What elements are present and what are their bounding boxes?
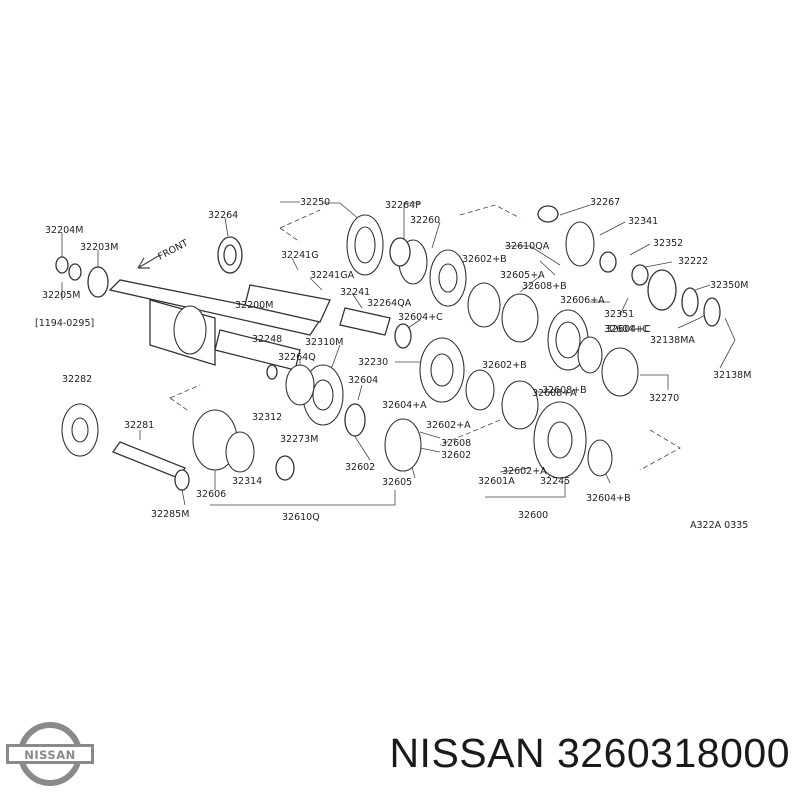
part-label: 32264P xyxy=(385,200,421,211)
diagram-ref-code: A322A 0335 xyxy=(690,520,748,531)
part-label: 32606 xyxy=(196,489,226,500)
part-label: 32602+A xyxy=(426,420,471,431)
part-label: 32273M xyxy=(280,434,318,445)
part-label: 32260 xyxy=(410,215,440,226)
part-label: 32601A xyxy=(478,476,515,487)
part-label: 32605 xyxy=(382,477,412,488)
part-label: 32230 xyxy=(358,357,388,368)
part-label: 32310M xyxy=(305,337,343,348)
part-number-caption: NISSAN 3260318000 xyxy=(389,730,790,776)
part-label: 32600 xyxy=(518,510,548,521)
part-label: 32352 xyxy=(653,238,683,249)
part-label: [1194-0295] xyxy=(35,318,94,329)
bearings-and-rings xyxy=(55,205,721,491)
part-label: 32281 xyxy=(124,420,154,431)
phantom-outlines xyxy=(169,204,681,471)
part-label: 32602+A xyxy=(502,466,547,477)
front-label: FRONT xyxy=(156,238,190,263)
part-label: 32200M xyxy=(235,300,273,311)
part-label: 32604+B xyxy=(586,493,631,504)
part-label: 32604+C xyxy=(606,324,651,335)
part-label: 32245 xyxy=(540,476,570,487)
part-label: 32138MA xyxy=(650,335,695,346)
part-label: 32285M xyxy=(151,509,189,520)
part-label: 32204M xyxy=(45,225,83,236)
gears xyxy=(61,214,639,479)
part-label: 32608 xyxy=(441,438,471,449)
part-label: 32602 xyxy=(441,450,471,461)
front-arrow xyxy=(137,254,161,269)
part-label: 32604+C xyxy=(604,324,649,335)
part-label: 32222 xyxy=(678,256,708,267)
part-label: 32264Q xyxy=(278,352,316,363)
part-label: 32248 xyxy=(252,334,282,345)
part-label: 32264 xyxy=(208,210,238,221)
part-label: 32264QA xyxy=(367,298,412,309)
part-label: 32610QA xyxy=(505,241,550,252)
part-label: 32350M xyxy=(710,280,748,291)
nissan-logo-icon: NISSAN xyxy=(6,722,94,786)
part-label: 32282 xyxy=(62,374,92,385)
part-labels: 32204M 32203M 32205M [1194-0295] 32264 32200M… xyxy=(35,197,751,523)
part-label: 32604+C xyxy=(398,312,443,323)
part-label: 32203M xyxy=(80,242,118,253)
part-label: 32341 xyxy=(628,216,658,227)
brand-footer: NISSAN NISSAN 3260318000 xyxy=(0,712,800,800)
part-label: 32314 xyxy=(232,476,262,487)
part-label: 32610Q xyxy=(282,512,320,523)
part-label: 32138M xyxy=(713,370,751,381)
part-label: 32312 xyxy=(252,412,282,423)
part-label: 32250 xyxy=(300,197,330,208)
part-label: 32241GA xyxy=(310,270,355,281)
part-label: 32604 xyxy=(348,375,378,386)
part-label: 32604+A xyxy=(382,400,427,411)
svg-text:NISSAN: NISSAN xyxy=(24,748,75,762)
part-label: 32605+A xyxy=(500,270,545,281)
part-label: 32267 xyxy=(590,197,620,208)
part-label: 32608+B xyxy=(542,385,587,396)
part-label: 32351 xyxy=(604,309,634,320)
part-label: 32608+B xyxy=(522,281,567,292)
part-label: 32270 xyxy=(649,393,679,404)
part-label: 32602+B xyxy=(462,254,507,265)
part-label: 32241 xyxy=(340,287,370,298)
part-label: 32606+A xyxy=(560,295,605,306)
part-label: 32205M xyxy=(42,290,80,301)
part-label: 32602 xyxy=(345,462,375,473)
part-label: 32608+A xyxy=(532,388,577,399)
parts-diagram: 32204M 32203M 32205M [1194-0295] 32264 32200M… xyxy=(35,197,751,531)
part-label: 32602+B xyxy=(482,360,527,371)
part-label: 32241G xyxy=(281,250,319,261)
